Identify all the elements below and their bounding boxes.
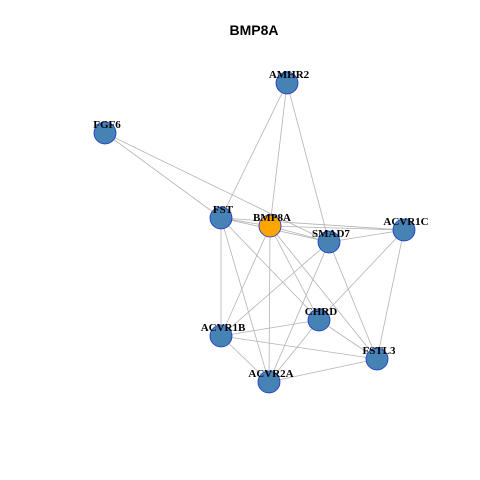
node-layer	[93, 71, 416, 394]
edge-bmp8a-acvr1c	[269, 225, 405, 231]
node-amhr2[interactable]	[275, 71, 299, 95]
node-label-amhr2: AMHR2	[269, 69, 310, 81]
edge-smad7-acvr2a	[268, 241, 330, 383]
node-label-smad7: SMAD7	[312, 228, 350, 240]
node-label-bmp8a: BMP8A	[253, 212, 291, 224]
node-acvr1b[interactable]	[209, 324, 233, 348]
node-label-acvr1b: ACVR1B	[201, 322, 246, 334]
edge-fst-acvr2a	[220, 217, 270, 383]
node-label-fstl3: FSTL3	[362, 345, 396, 357]
node-acvr1c[interactable]	[392, 218, 416, 242]
edge-layer	[104, 82, 405, 383]
node-fstl3[interactable]	[365, 347, 389, 371]
node-label-fst: FST	[213, 204, 234, 216]
edge-amhr2-smad7	[286, 82, 330, 243]
node-fst[interactable]	[209, 206, 233, 230]
node-chrd[interactable]	[307, 308, 331, 332]
edge-acvr2a-fstl3	[268, 358, 378, 383]
edge-chrd-fstl3	[318, 319, 378, 360]
graph-title: BMP8A	[229, 22, 278, 38]
node-label-acvr1c: ACVR1C	[383, 216, 428, 228]
node-label-acvr2a: ACVR2A	[248, 368, 293, 380]
node-label-fgf6: FGF6	[93, 119, 121, 131]
edge-amhr2-bmp8a	[269, 82, 288, 227]
node-acvr2a[interactable]	[257, 370, 281, 394]
node-fgf6[interactable]	[93, 121, 117, 145]
edge-bmp8a-chrd	[269, 225, 320, 321]
edge-fgf6-smad7	[104, 132, 330, 243]
edge-fst-acvr1c	[220, 217, 405, 231]
edge-smad7-fstl3	[328, 241, 378, 360]
edge-bmp8a-acvr1b	[220, 225, 271, 337]
edge-acvr1c-fstl3	[376, 229, 405, 360]
edge-smad7-acvr1b	[220, 241, 330, 337]
edge-fgf6-fst	[104, 132, 222, 219]
edge-chrd-acvr1b	[220, 319, 320, 337]
edge-bmp8a-fstl3	[269, 225, 378, 360]
edge-acvr1c-chrd	[318, 229, 405, 321]
node-bmp8a[interactable]	[258, 214, 282, 238]
node-label-chrd: CHRD	[305, 306, 337, 318]
edge-bmp8a-acvr2a	[268, 225, 271, 383]
edge-acvr1b-fstl3	[220, 335, 378, 360]
edge-smad7-acvr1c	[328, 229, 405, 243]
edge-chrd-acvr2a	[268, 319, 320, 383]
node-smad7[interactable]	[317, 230, 341, 254]
edge-amhr2-fst	[220, 82, 288, 219]
